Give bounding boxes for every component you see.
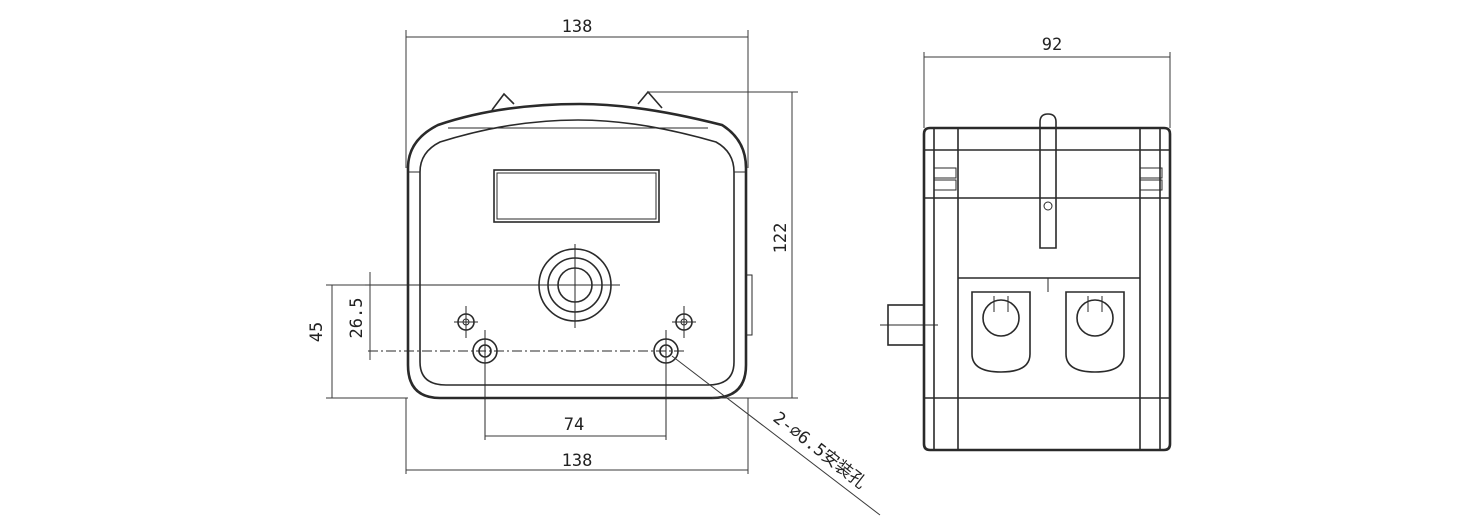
latch-left-bottom xyxy=(933,179,957,191)
latch-left-top xyxy=(933,167,957,179)
tube-clamp-right xyxy=(1065,291,1125,373)
side-connector xyxy=(745,274,753,336)
latch-right-top xyxy=(1139,167,1163,179)
dim-depth-label: 92 xyxy=(1042,35,1062,55)
top-tab-right xyxy=(637,90,663,109)
tube-left-slot xyxy=(993,296,1009,312)
side-body-outline xyxy=(922,126,1172,452)
lever-pivot xyxy=(1043,201,1053,211)
tube-left-outer xyxy=(982,299,1020,337)
dim-height-label: 122 xyxy=(771,223,791,254)
display-window-inner xyxy=(496,172,657,220)
side-dimensions: 92 xyxy=(923,35,1171,128)
display-window xyxy=(493,169,660,223)
tube-right-slot xyxy=(1087,296,1103,312)
front-housing-inner-outline xyxy=(419,119,735,386)
lever-handle xyxy=(1039,113,1057,249)
dim-offset-small-label: 26.5 xyxy=(347,298,367,339)
dim-width-top-label: 138 xyxy=(562,17,593,37)
hole-callout-label: 2-∅6.5安装孔 xyxy=(769,408,870,493)
front-view xyxy=(365,90,753,440)
dim-width-bottom-label: 138 xyxy=(562,451,593,471)
tube-clamp-left xyxy=(971,291,1031,373)
hole-callout-leader xyxy=(671,355,881,516)
front-housing-outline xyxy=(406,102,748,400)
side-view xyxy=(880,113,1172,452)
dim-hole-spacing-label: 74 xyxy=(564,415,584,435)
tube-right-outer xyxy=(1076,299,1114,337)
top-tab-left xyxy=(491,92,515,111)
latch-right-bottom xyxy=(1139,179,1163,191)
dim-offset-large-label: 45 xyxy=(307,322,327,342)
